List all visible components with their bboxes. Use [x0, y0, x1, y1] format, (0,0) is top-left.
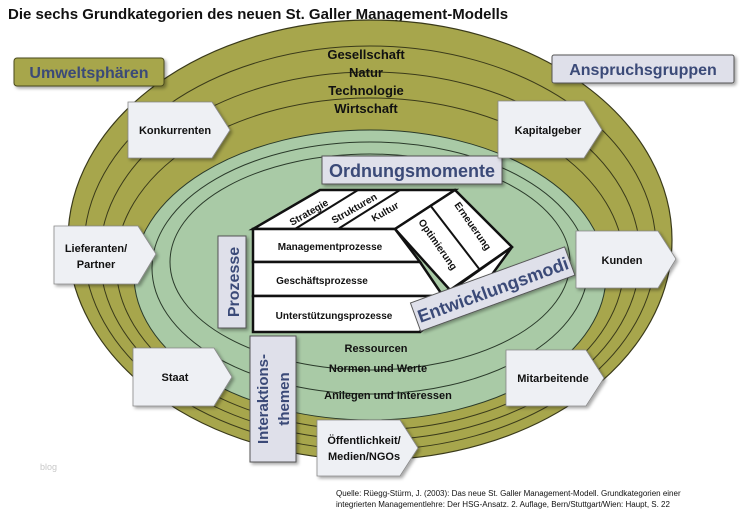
- stakeholder-kunden: [575, 230, 677, 289]
- ordnungsmomente-box: Ordnungsmomente: [321, 155, 503, 185]
- label-managementprozesse: Managementprozesse: [278, 242, 383, 253]
- stakeholder-oeffentlichkeit: [316, 419, 419, 477]
- label-kunden: Kunden: [602, 255, 643, 267]
- label-normen-werte: Normen und Werte: [329, 363, 427, 375]
- label-oeffentlichkeit-2: Medien/NGOs: [328, 451, 400, 463]
- interaktionsthemen-label-1: Interaktions-: [255, 354, 272, 444]
- label-ressourcen: Ressourcen: [345, 343, 408, 355]
- label-anliegen-interessen: Anilegen und Interessen: [324, 390, 452, 402]
- label-lieferanten-2: Partner: [77, 259, 116, 271]
- interaktionsthemen-box: Interaktions- themen: [249, 335, 297, 463]
- umweltsphaeren-box: Umweltsphären: [13, 57, 165, 87]
- source-line-1: Quelle: Rüegg-Stürm, J. (2003): Das neue…: [336, 489, 681, 498]
- label-lieferanten-1: Lieferanten/: [65, 243, 127, 255]
- label-wirtschaft: Wirtschaft: [334, 101, 398, 116]
- stakeholder-staat: [132, 347, 233, 407]
- label-natur: Natur: [349, 65, 383, 80]
- anspruchsgruppen-box: Anspruchsgruppen: [551, 54, 735, 84]
- label-technologie: Technologie: [328, 83, 404, 98]
- anspruchsgruppen-label: Anspruchsgruppen: [569, 62, 717, 79]
- label-konkurrenten: Konkurrenten: [139, 125, 211, 137]
- stakeholder-mitarbeitende: [505, 349, 605, 407]
- label-staat: Staat: [162, 372, 189, 384]
- prozesse-box: Prozesse: [217, 235, 247, 329]
- stakeholder-lieferanten: [53, 225, 157, 285]
- umweltsphaeren-label: Umweltsphären: [29, 65, 148, 82]
- stakeholder-kapitalgeber: [497, 100, 603, 159]
- label-kapitalgeber: Kapitalgeber: [515, 125, 582, 137]
- label-gesellschaft: Gesellschaft: [327, 47, 405, 62]
- ordnungsmomente-label: Ordnungsmomente: [329, 161, 495, 181]
- interaktionsthemen-label-2: themen: [276, 372, 293, 425]
- label-mitarbeitende: Mitarbeitende: [517, 373, 589, 385]
- page-title: Die sechs Grundkategorien des neuen St. …: [8, 6, 508, 23]
- label-unterstuetzungsprozesse: Unterstützungsprozesse: [276, 311, 393, 322]
- source-line-2: integrierten Managementlehre: Der HSG-An…: [336, 500, 671, 509]
- label-geschaeftsprozesse: Geschäftsprozesse: [276, 276, 368, 287]
- prozesse-label: Prozesse: [226, 247, 243, 317]
- process-block: [248, 188, 514, 334]
- label-oeffentlichkeit-1: Öffentlichkeit/: [327, 434, 400, 447]
- stakeholder-konkurrenten: [127, 101, 231, 159]
- watermark: blog: [40, 462, 57, 472]
